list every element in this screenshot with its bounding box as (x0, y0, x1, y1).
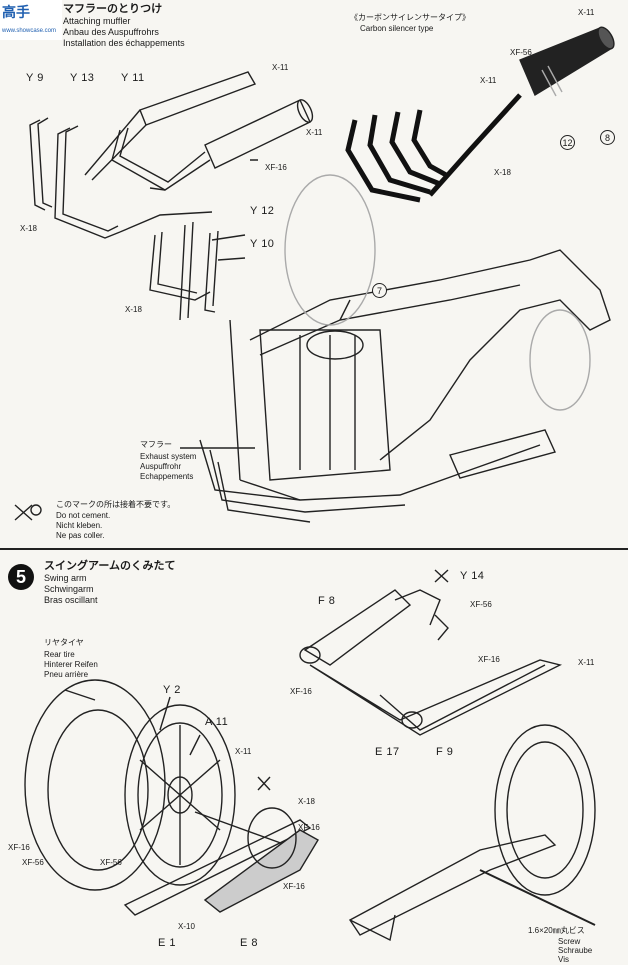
carbon-title-en: Carbon silencer type (360, 24, 434, 33)
note-fr: Ne pas coller. (56, 531, 105, 540)
ref5-xf56-b: XF-56 (22, 858, 44, 867)
step5-title-fr: Bras oscillant (44, 595, 98, 605)
callout-7: 7 (372, 283, 387, 298)
swingarm-f9 (379, 664, 546, 731)
note-jp: このマークの所は接着不要です。 (56, 500, 176, 509)
ref-x18-b: X-18 (125, 305, 142, 314)
muffler-label-fr: Echappements (140, 472, 194, 481)
mounted-headers (199, 439, 541, 501)
callout-8: 8 (600, 130, 615, 145)
step4-title-fr: Installation des échappements (63, 38, 185, 48)
screw-fr: Vis (558, 955, 569, 964)
ref5-xf16-b: XF-16 (290, 687, 312, 696)
ref5-xf56-c: XF-56 (100, 858, 122, 867)
watermark-logo: 高手 (2, 4, 30, 20)
ref-carbon-x11-mid: X-11 (480, 76, 497, 85)
part-f9: F 9 (436, 746, 454, 758)
callout-12: 12 (560, 135, 575, 150)
watermark-site: www.showcase.com (2, 28, 57, 34)
ref5-xf16-d: XF-16 (283, 882, 305, 891)
ref5-x18: X-18 (298, 797, 315, 806)
rear-tire-en: Rear tire (44, 650, 75, 659)
wheel-a11 (124, 704, 236, 886)
step5-title-de: Schwingarm (44, 584, 94, 594)
part-e8: E 8 (240, 937, 259, 949)
ref-carbon-x18: X-18 (494, 168, 511, 177)
step4-title-de: Anbau des Auspuffrohrs (63, 27, 159, 37)
step4-title-jp: マフラーのとりつけ (63, 3, 163, 15)
chain-e1 (123, 819, 312, 916)
part-e1: E 1 (158, 937, 177, 949)
ref5-xf16-a: XF-16 (478, 655, 500, 664)
pipe-y11 (111, 129, 211, 191)
chain-guard-e8 (203, 829, 319, 913)
pipe-y12 (149, 231, 211, 301)
part-y11: Y 11 (121, 72, 145, 84)
ref5-xf16-c: XF-16 (298, 823, 320, 832)
screw-en: Screw (558, 937, 581, 946)
no-cement-mark (14, 504, 33, 521)
step5-title-en: Swing arm (44, 573, 87, 583)
step5-title-jp: スイングアームのくみたて (44, 560, 176, 572)
watermark-badge: 高手 www.showcase.com (0, 0, 62, 40)
step4-title-en: Attaching muffler (63, 16, 131, 26)
muffler-upper (139, 71, 257, 126)
part-y14: Y 14 (460, 570, 485, 582)
carbon-title-jp: 《カーボンサイレンサータイプ》 (350, 13, 470, 22)
step4-drawing (14, 26, 615, 523)
assembled-tire (494, 724, 596, 896)
ref5-x11-b: X-11 (235, 747, 252, 756)
rear-tire-fr: Pneu arrière (44, 670, 89, 679)
muffler-label-en: Exhaust system (140, 452, 197, 461)
ref5-x10: X-10 (178, 922, 195, 931)
screw-size: 1.6×20㎜丸ビス (528, 926, 585, 935)
rear-tire-de: Hinterer Reifen (44, 660, 98, 669)
ref-x18-a: X-18 (20, 224, 37, 233)
ref5-xf56-a: XF-56 (470, 600, 492, 609)
part-a11: A 11 (205, 716, 229, 728)
note-de: Nicht kleben. (56, 521, 103, 530)
ref-x11-a: X-11 (272, 63, 289, 72)
ref5-xf16-e: XF-16 (8, 843, 30, 852)
engine-block (259, 329, 391, 481)
frame (249, 249, 611, 461)
part-y9: Y 9 (26, 72, 44, 84)
note-en: Do not cement. (56, 511, 111, 520)
swingarm-f8 (303, 589, 412, 666)
screw-de: Schraube (558, 946, 593, 955)
screw (479, 869, 596, 926)
rear-tire (24, 679, 166, 891)
step-divider (0, 548, 628, 550)
muffler-label-de: Auspuffrohr (140, 462, 182, 471)
part-y12: Y 12 (250, 205, 275, 217)
ref-carbon-xf56: XF-56 (510, 48, 532, 57)
rear-tire-jp: リヤタイヤ (44, 638, 84, 647)
part-y10: Y 10 (250, 238, 275, 250)
carbon-pipe-1 (345, 119, 421, 203)
pipe-y9 (29, 119, 46, 211)
ref-xf16: XF-16 (265, 163, 287, 172)
part-y2: Y 2 (163, 684, 181, 696)
part-y13: Y 13 (70, 72, 95, 84)
ref5-x11-a: X-11 (578, 658, 595, 667)
part-f8: F 8 (318, 595, 336, 607)
part-e17: E 17 (375, 746, 400, 758)
muffler-label-jp: マフラー (140, 440, 172, 449)
step5-number: 5 (8, 564, 34, 590)
ref-carbon-x11-top: X-11 (578, 8, 595, 17)
no-cement-mark-2 (434, 569, 449, 583)
pipe-y10 (204, 230, 219, 313)
pipe-y13 (54, 127, 121, 239)
ref-x11-b: X-11 (306, 128, 323, 137)
